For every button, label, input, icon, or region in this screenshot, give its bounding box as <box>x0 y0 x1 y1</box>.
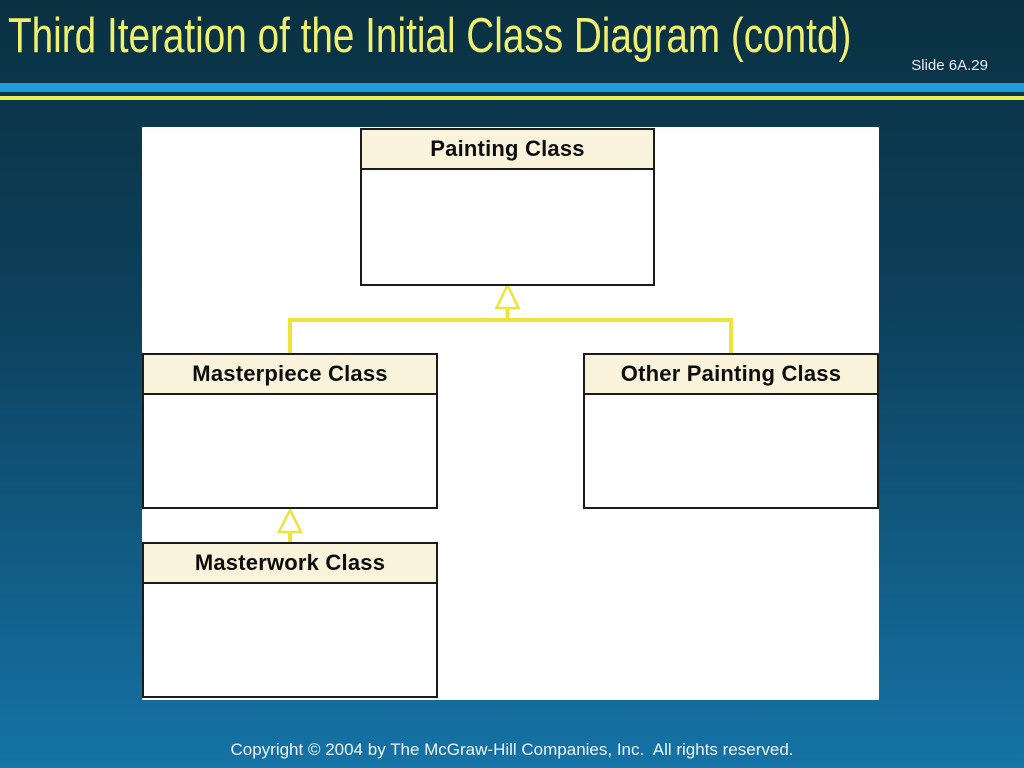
inheritance-triangle-painting-icon <box>494 282 521 310</box>
slide-title: Third Iteration of the Initial Class Dia… <box>8 9 852 63</box>
class-body-masterpiece <box>144 395 436 507</box>
diagram-canvas: Painting Class Masterpiece Class Other P… <box>142 127 879 700</box>
class-box-masterpiece: Masterpiece Class <box>142 353 438 509</box>
class-title-painting: Painting Class <box>362 130 653 170</box>
header-yellow-bar <box>0 96 1024 100</box>
class-title-masterwork: Masterwork Class <box>144 544 436 584</box>
class-body-masterwork <box>144 584 436 696</box>
inheritance-triangle-masterpiece-icon <box>276 507 304 534</box>
inheritance-connectors <box>276 282 733 543</box>
class-box-other-painting: Other Painting Class <box>583 353 879 509</box>
class-box-masterwork: Masterwork Class <box>142 542 438 698</box>
class-body-painting <box>362 170 653 284</box>
class-title-other-painting: Other Painting Class <box>585 355 877 395</box>
copyright-footer: Copyright © 2004 by The McGraw-Hill Comp… <box>230 740 794 759</box>
class-box-painting: Painting Class <box>360 128 655 286</box>
slide-number: Slide 6A.29 <box>911 57 988 74</box>
header-cyan-bar <box>0 83 1024 92</box>
class-title-masterpiece: Masterpiece Class <box>144 355 436 395</box>
class-body-other-painting <box>585 395 877 507</box>
